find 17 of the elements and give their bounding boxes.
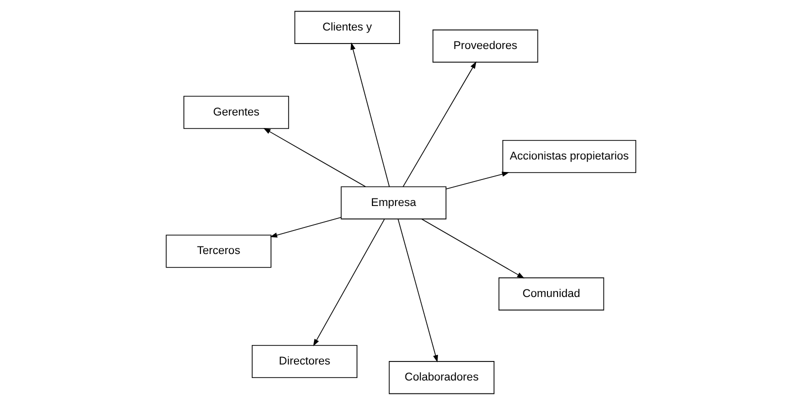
node-box: Terceros: [166, 234, 272, 268]
arrow: [402, 61, 476, 188]
arrow: [421, 218, 524, 278]
arrow: [446, 172, 510, 190]
node-box: Clientes y: [294, 10, 400, 44]
node-box: Colaboradores: [388, 361, 494, 394]
node-box: Empresa: [340, 186, 446, 220]
node-box: Accionistas propietarios: [502, 140, 636, 174]
arrow: [263, 128, 366, 188]
arrow: [398, 218, 438, 362]
arrow: [350, 42, 390, 188]
node-box: Gerentes: [183, 96, 290, 129]
node-box: Proveedores: [432, 30, 538, 63]
node-box: Comunidad: [498, 277, 604, 310]
node-box: Directores: [252, 345, 358, 378]
arrow: [270, 216, 342, 238]
arrow: [313, 218, 385, 346]
